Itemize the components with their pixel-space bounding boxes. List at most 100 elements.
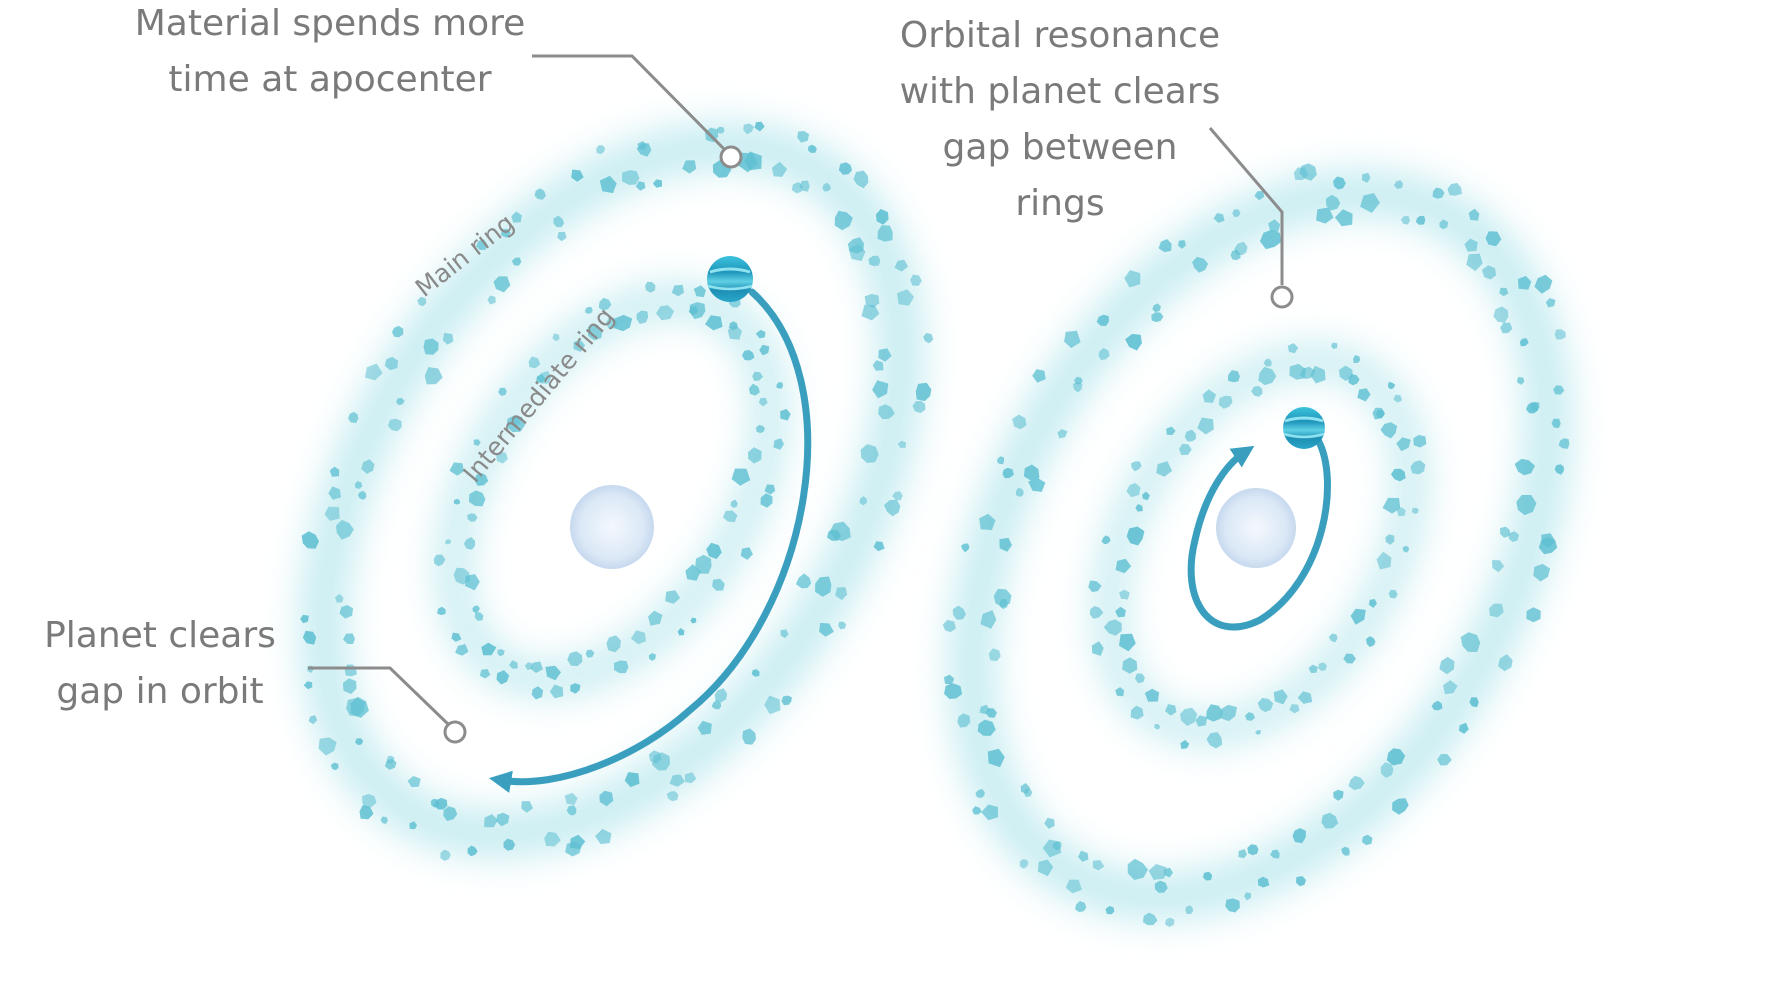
debris-particle <box>1387 381 1396 390</box>
debris-particle <box>357 490 367 500</box>
debris-particle <box>1091 641 1104 656</box>
debris-particle <box>354 481 363 489</box>
left-debris-field <box>300 121 934 861</box>
debris-particle <box>599 790 614 807</box>
right-debris-field <box>942 163 1570 928</box>
debris-particle <box>771 161 788 177</box>
debris-particle <box>564 792 578 805</box>
debris-particle <box>1393 394 1403 403</box>
debris-particle <box>1330 342 1338 350</box>
debris-particle <box>808 144 817 153</box>
debris-particle <box>595 828 612 845</box>
debris-particle <box>531 686 544 700</box>
debris-particle <box>1065 879 1082 894</box>
debris-particle <box>847 237 864 254</box>
debris-particle <box>570 683 581 694</box>
debris-particle <box>536 370 552 384</box>
debris-particle <box>915 382 932 402</box>
debris-particle <box>496 670 510 685</box>
right-ring-glow <box>948 169 1572 921</box>
debris-particle <box>1482 265 1497 280</box>
debris-particle <box>961 543 970 553</box>
debris-particle <box>386 755 395 764</box>
debris-particle <box>496 812 510 827</box>
debris-particle <box>565 841 582 857</box>
debris-particle <box>1308 664 1318 673</box>
debris-particle <box>613 660 629 674</box>
debris-particle <box>585 649 595 658</box>
debris-particle <box>1485 231 1502 247</box>
debris-particle <box>1443 680 1458 695</box>
debris-particle <box>451 632 462 642</box>
debris-particle <box>1206 704 1223 722</box>
debris-particle <box>493 276 511 293</box>
debris-particle <box>1393 180 1404 189</box>
debris-particle <box>1526 402 1539 414</box>
debris-particle <box>1164 867 1173 878</box>
debris-particle <box>1254 191 1265 201</box>
debris-particle <box>1489 603 1504 618</box>
debris-particle <box>764 484 776 495</box>
right-star <box>1216 488 1296 568</box>
right-orbit-arrow <box>1187 436 1331 631</box>
debris-particle <box>1220 704 1237 722</box>
resonance-callout: Orbital resonance with planet clears gap… <box>850 8 1270 232</box>
debris-particle <box>987 748 1005 768</box>
debris-particle <box>1263 358 1272 367</box>
debris-particle <box>1375 409 1385 418</box>
debris-particle <box>1321 812 1339 829</box>
debris-particle <box>1255 730 1261 735</box>
debris-particle <box>355 738 364 745</box>
debris-particle <box>1390 468 1406 482</box>
debris-particle <box>455 644 469 656</box>
debris-particle <box>1206 732 1223 749</box>
debris-particle <box>1195 715 1208 727</box>
debris-particle <box>645 281 656 293</box>
apocenter-leader <box>532 54 743 169</box>
debris-particle <box>822 182 831 192</box>
debris-particle <box>443 806 458 821</box>
debris-particle <box>1316 207 1334 224</box>
debris-particle <box>781 695 792 706</box>
debris-particle <box>1152 303 1161 313</box>
debris-particle <box>751 669 760 677</box>
left-ring-glow <box>300 122 924 858</box>
debris-particle <box>1368 599 1377 608</box>
debris-particle <box>1064 330 1081 349</box>
debris-particle <box>534 188 546 200</box>
debris-particle <box>706 542 722 559</box>
debris-particle <box>1413 434 1427 448</box>
debris-particle <box>1416 215 1426 225</box>
debris-particle <box>1098 348 1110 361</box>
debris-particle <box>1270 849 1280 859</box>
debris-particle <box>975 788 985 798</box>
debris-particle <box>1492 560 1505 573</box>
debris-particle <box>624 772 640 788</box>
debris-particle <box>656 305 675 321</box>
debris-particle <box>1251 386 1263 397</box>
debris-particle <box>912 400 926 413</box>
debris-particle <box>1273 689 1288 705</box>
debris-particle <box>665 590 681 604</box>
debris-particle <box>1318 662 1327 671</box>
debris-particle <box>1350 608 1366 625</box>
debris-particle <box>872 380 889 399</box>
debris-particle <box>557 231 567 242</box>
debris-particle <box>1382 497 1401 514</box>
debris-particle <box>328 486 342 500</box>
debris-particle <box>758 397 768 407</box>
debris-particle <box>1032 369 1046 383</box>
debris-particle <box>1380 762 1394 778</box>
debris-particle <box>479 669 491 679</box>
left-planet <box>707 256 753 302</box>
debris-particle <box>1115 558 1132 574</box>
debris-particle <box>884 499 901 517</box>
debris-particle <box>1234 241 1248 256</box>
debris-particle <box>1348 775 1365 791</box>
debris-particle <box>566 805 577 816</box>
debris-particle <box>756 425 765 434</box>
debris-particle <box>697 720 712 735</box>
debris-particle <box>1057 429 1068 439</box>
debris-particle <box>894 259 908 272</box>
apocenter-callout: Material spends more time at apocenter <box>100 0 560 108</box>
